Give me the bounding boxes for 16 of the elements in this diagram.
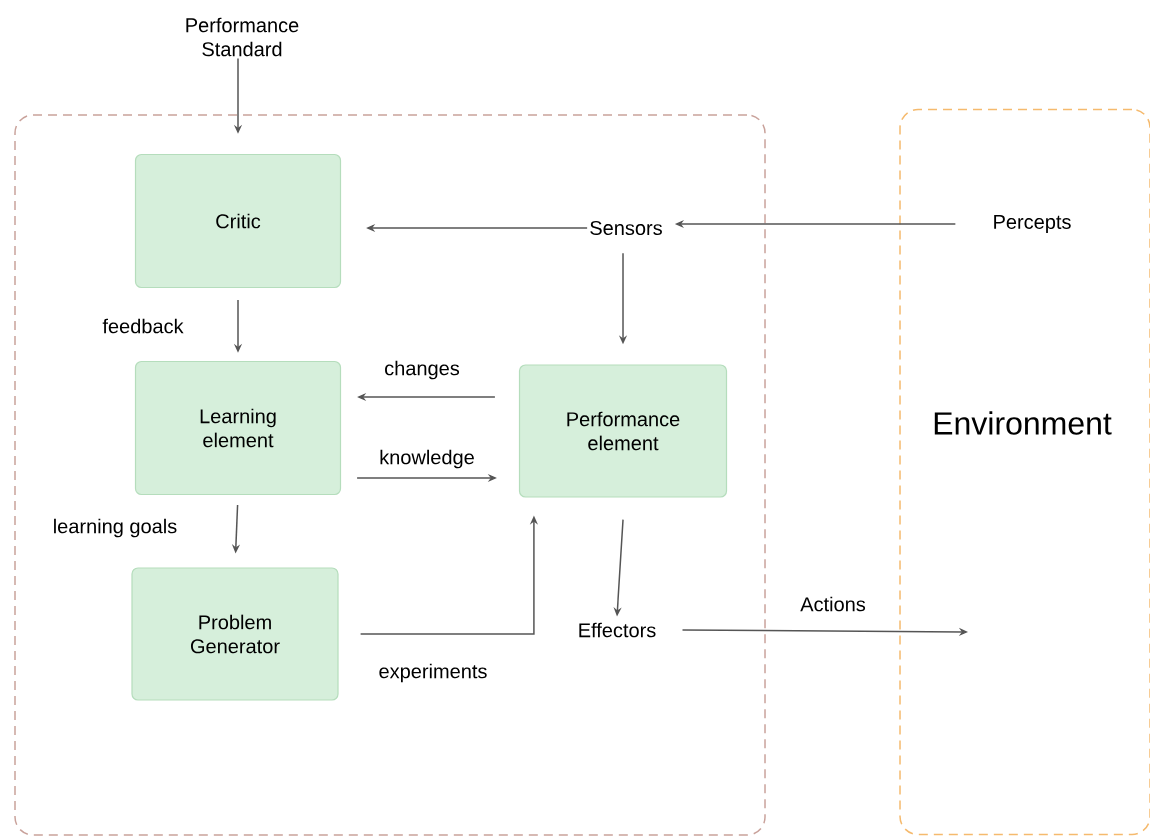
edge-label: feedback xyxy=(101,317,185,335)
edge-label: knowledge xyxy=(378,448,476,470)
process-box: Learning element xyxy=(134,360,342,496)
node-label: Percepts xyxy=(994,215,1071,233)
process-box: Problem Generator xyxy=(131,567,339,701)
environment-label: Environment xyxy=(934,411,1112,435)
node-label: Performance Standard xyxy=(186,17,299,57)
process-box: Critic xyxy=(134,153,342,289)
edge-label: learning goals xyxy=(51,517,179,539)
agent-frame xyxy=(14,114,766,836)
edge-label: changes xyxy=(383,359,461,381)
edge-label: Actions xyxy=(799,595,867,613)
process-box: Performance element xyxy=(518,364,728,498)
node-label: Effectors xyxy=(579,622,656,638)
node-label: Sensors xyxy=(590,220,662,236)
edge-label: experiments xyxy=(377,662,489,684)
